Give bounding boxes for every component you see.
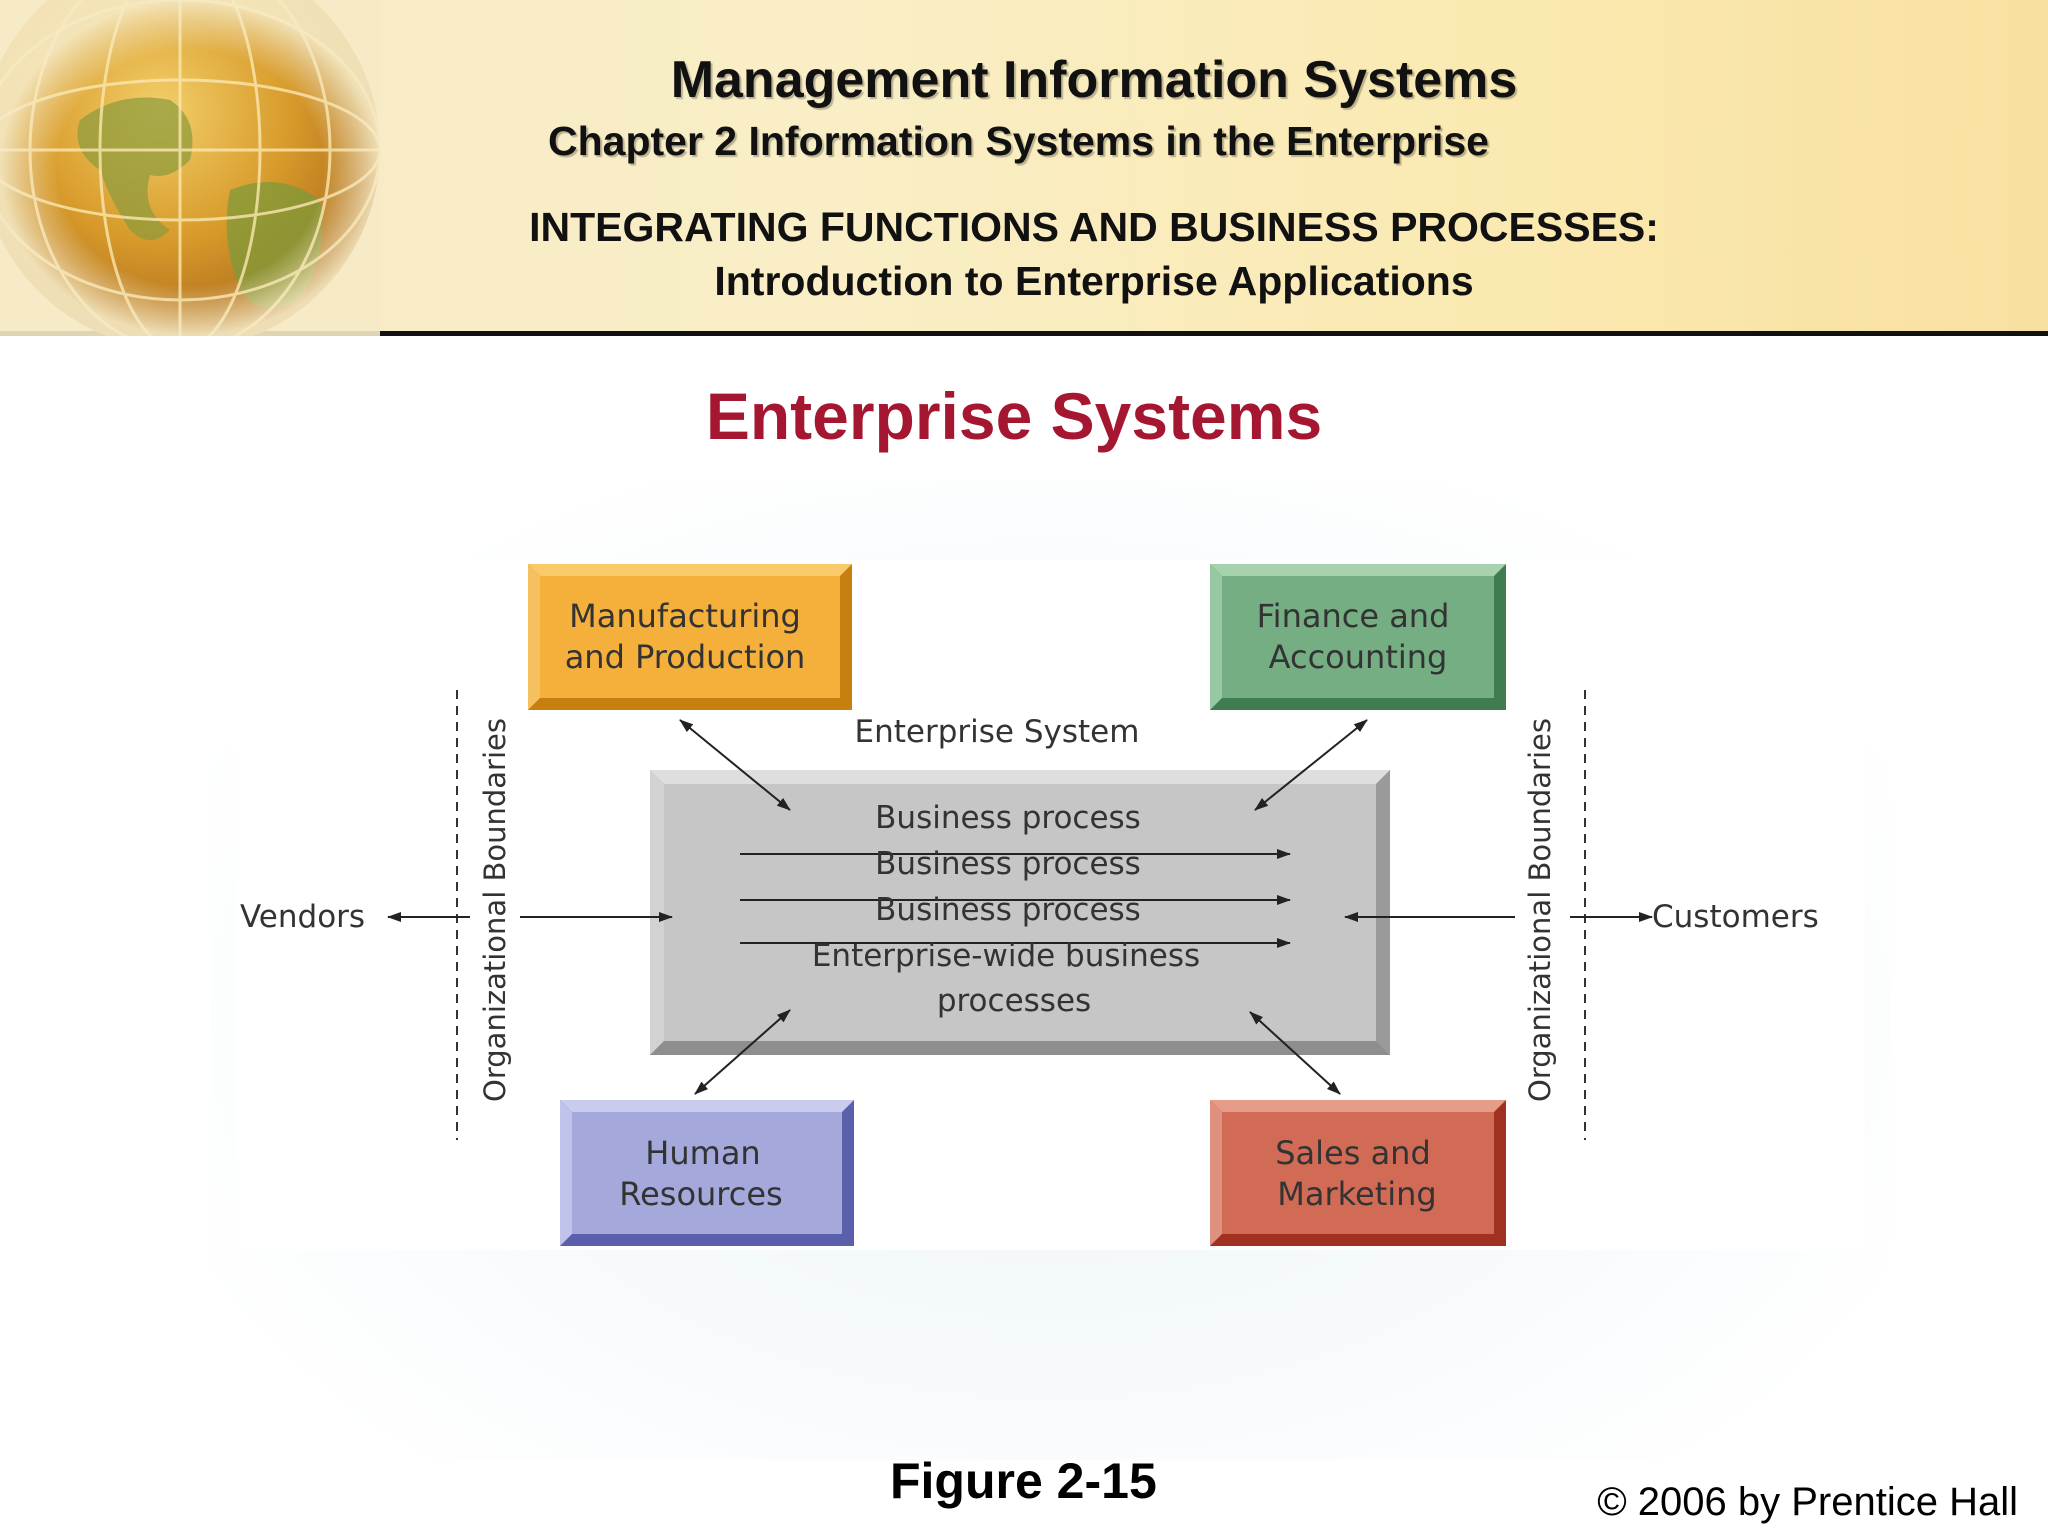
business-process-2: Business process	[875, 846, 1141, 882]
customers-label: Customers	[1652, 899, 1819, 935]
finance-line1: Finance and	[1257, 597, 1450, 635]
sales-arrow	[1249, 1011, 1341, 1095]
enterprise-system-box	[650, 770, 1390, 1055]
hr-arrow	[694, 1009, 791, 1095]
sales-box	[1210, 1100, 1506, 1246]
business-process-1: Business process	[875, 800, 1141, 836]
hr-line1: Human	[645, 1134, 760, 1172]
sales-line2: Marketing	[1277, 1175, 1436, 1213]
vendors-label: Vendors	[240, 899, 365, 935]
manufacturing-line2: and Production	[565, 638, 806, 676]
manufacturing-box	[528, 564, 852, 710]
slide-title: Enterprise Systems	[705, 379, 1323, 453]
slide-header: Management Information Systems Chapter 2…	[0, 0, 2048, 336]
enterprise-wide-label-line2: processes	[937, 983, 1091, 1019]
right-boundary-label: Organizational Boundaries	[1523, 718, 1557, 1102]
sales-line1: Sales and	[1275, 1134, 1431, 1172]
business-process-3: Business process	[875, 892, 1141, 928]
enterprise-system-label: Enterprise System	[855, 714, 1140, 750]
finance-line2: Accounting	[1269, 638, 1448, 676]
finance-arrow	[1254, 719, 1368, 811]
manufacturing-line1: Manufacturing	[569, 597, 801, 635]
enterprise-wide-label-line1: Enterprise-wide business	[812, 938, 1200, 974]
copyright-notice: © 2006 by Prentice Hall	[1597, 1480, 2018, 1524]
subsection-title: Introduction to Enterprise Applications	[714, 258, 1474, 304]
section-title: INTEGRATING FUNCTIONS AND BUSINESS PROCE…	[529, 204, 1659, 250]
human-resources-box	[560, 1100, 854, 1246]
chapter-title: Chapter 2 Information Systems in the Ent…	[548, 118, 1489, 164]
manufacturing-arrow	[679, 719, 791, 811]
course-title: Management Information Systems	[670, 51, 1518, 109]
left-boundary-label: Organizational Boundaries	[478, 718, 512, 1102]
hr-line2: Resources	[619, 1175, 782, 1213]
figure-background: Organizational Boundaries Organizational…	[210, 480, 1890, 1460]
figure-caption: Figure 2-15	[890, 1453, 1157, 1509]
finance-box	[1210, 564, 1506, 710]
globe-icon	[0, 0, 380, 336]
enterprise-systems-diagram: Organizational Boundaries Organizational…	[235, 560, 1865, 1250]
